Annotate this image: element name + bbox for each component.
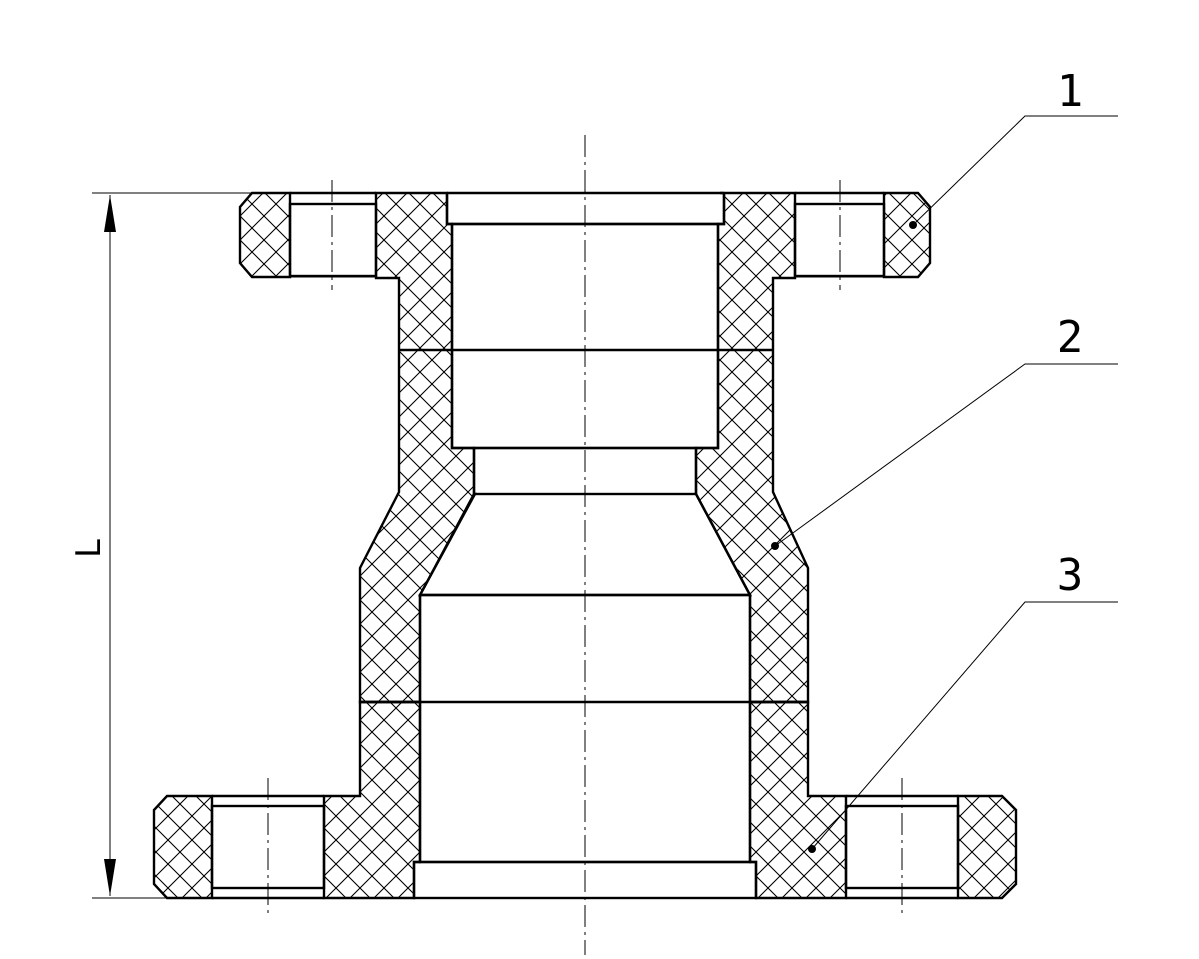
balloon-1: 1: [909, 66, 1118, 229]
bottom-flange-left-body: [322, 700, 422, 900]
dimension-label-l: L: [69, 538, 109, 558]
bottom-flange-right-ring: [956, 794, 1018, 900]
top-left-bolt-hole: [288, 202, 378, 278]
bottom-flange-right-body: [748, 700, 848, 900]
balloon-2-number: 2: [1057, 312, 1084, 363]
balloon-3: 3: [808, 550, 1118, 853]
balloon-2: 2: [771, 312, 1118, 550]
top-right-bolt-hole: [793, 202, 886, 278]
balloon-1-number: 1: [1057, 66, 1084, 117]
balloon-3-number: 3: [1057, 550, 1084, 601]
length-dimension: L: [69, 192, 252, 899]
bottom-flange-left-ring: [152, 794, 214, 900]
bottom-flange-section: [152, 700, 1018, 900]
top-flange-right-ring: [882, 191, 932, 279]
top-flange-left-ring: [238, 191, 292, 279]
